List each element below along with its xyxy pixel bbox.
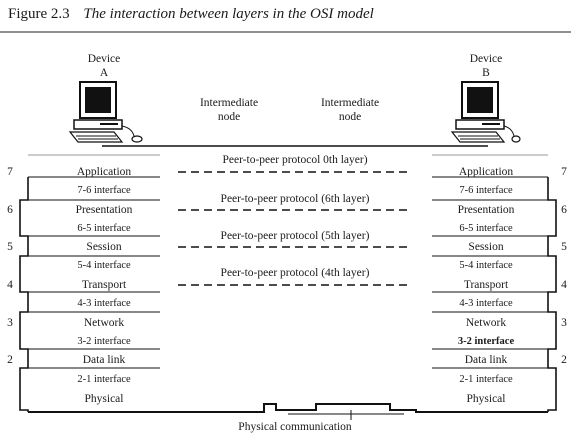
intermediate-node-1-line2: node [218, 111, 240, 123]
left-interface-5-4: 5-4 interface [77, 260, 131, 271]
right-layer-6-number: 6 [561, 204, 567, 216]
right-layer-7-number: 7 [561, 166, 567, 178]
left-interface-7-6: 7-6 interface [77, 185, 131, 196]
right-interface-3-2: 3-2 interface [458, 336, 515, 347]
intermediate-node-1-line1: Intermediate [200, 97, 258, 109]
device-b-label-line2: B [482, 67, 490, 79]
figure-number: Figure 2.3 [8, 6, 70, 22]
computer-a-icon [68, 81, 143, 143]
left-layer-5-name: Session [86, 241, 121, 253]
left-layer-4-name: Transport [82, 279, 127, 291]
left-layer-1-name: Physical [85, 393, 124, 405]
left-layer-7-number: 7 [7, 166, 13, 178]
device-a-label-line2: A [100, 67, 109, 79]
right-layer-5-number: 5 [561, 241, 567, 253]
right-interface-5-4: 5-4 interface [459, 260, 513, 271]
left-layer-6-name: Presentation [76, 204, 133, 216]
physical-medium-line [160, 403, 432, 413]
protocol-label-4: Peer-to-peer protocol (4th layer) [221, 267, 370, 279]
computer-b-icon [450, 81, 521, 143]
right-interface-4-3: 4-3 interface [459, 298, 513, 309]
figure-title: Figure 2.3 The interaction between layer… [8, 6, 374, 23]
physical-communication-label: Physical communication [238, 421, 352, 433]
device-b-label-line1: Device [470, 53, 503, 65]
left-interface-6-5: 6-5 interface [77, 223, 131, 234]
protocol-label-7: Peer-to-peer protocol 0th layer) [222, 154, 367, 166]
left-layer-7-name: Application [77, 166, 132, 178]
right-layer-1-name: Physical [467, 393, 506, 405]
right-layer-2-name: Data link [465, 354, 508, 366]
left-staircase [19, 177, 29, 412]
right-layer-6-name: Presentation [458, 204, 515, 216]
right-layer-3-number: 3 [561, 317, 567, 329]
left-layer-3-name: Network [84, 317, 124, 329]
left-layer-3-number: 3 [7, 317, 13, 329]
right-layer-7-name: Application [459, 166, 514, 178]
right-layer-2-number: 2 [561, 354, 567, 366]
left-interface-3-2: 3-2 interface [77, 336, 131, 347]
left-layer-6-number: 6 [7, 204, 13, 216]
right-layer-4-name: Transport [464, 279, 509, 291]
right-interface-7-6: 7-6 interface [459, 185, 513, 196]
figure-caption: The interaction between layers in the OS… [83, 6, 374, 22]
left-interface-2-1: 2-1 interface [77, 374, 131, 385]
right-layer-5-name: Session [468, 241, 503, 253]
right-interface-6-5: 6-5 interface [459, 223, 513, 234]
right-interface-2-1: 2-1 interface [459, 374, 513, 385]
intermediate-node-2-line1: Intermediate [321, 97, 379, 109]
right-layer-3-name: Network [466, 317, 506, 329]
right-staircase [547, 177, 557, 412]
left-layer-2-number: 2 [7, 354, 13, 366]
right-layer-4-number: 4 [561, 279, 567, 291]
left-layer-4-number: 4 [7, 279, 13, 291]
protocol-label-6: Peer-to-peer protocol (6th layer) [221, 193, 370, 205]
left-interface-4-3: 4-3 interface [77, 298, 131, 309]
left-layer-2-name: Data link [83, 354, 126, 366]
intermediate-node-2-line2: node [339, 111, 361, 123]
left-layer-5-number: 5 [7, 241, 13, 253]
protocol-label-5: Peer-to-peer protocol (5th layer) [221, 230, 370, 242]
device-a-label-line1: Device [88, 53, 121, 65]
